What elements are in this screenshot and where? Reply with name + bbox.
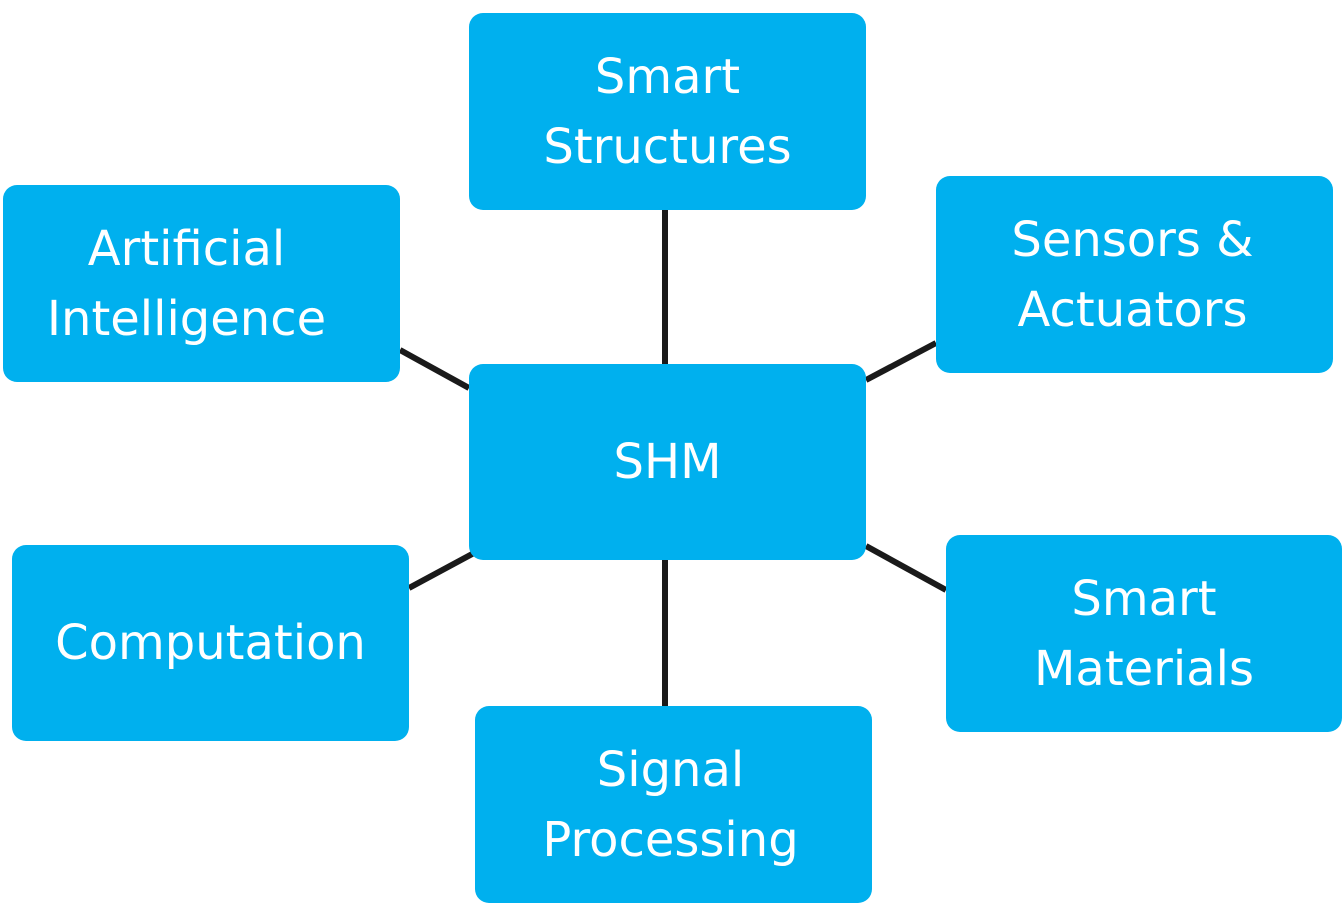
node-label-line: Structures: [543, 118, 792, 175]
node-label: Computation: [55, 608, 366, 678]
node-shm-center: SHM: [469, 364, 866, 560]
node-label-line: Sensors &: [1011, 211, 1254, 268]
node-label: Artificial Intelligence: [47, 214, 326, 354]
node-label-line: Processing: [542, 811, 799, 868]
node-label: Sensors & Actuators: [1011, 205, 1253, 345]
node-label: Smart Structures: [543, 42, 791, 182]
node-label: SHM: [614, 427, 722, 497]
node-label: Smart Materials: [1034, 564, 1254, 704]
node-smart-materials: Smart Materials: [946, 535, 1342, 732]
node-sensors-actuators: Sensors & Actuators: [936, 176, 1333, 373]
node-label: Signal Processing: [542, 735, 798, 875]
connector-smart-materials: [864, 543, 948, 593]
node-label-line: Actuators: [1017, 281, 1248, 338]
node-label-line: Signal: [596, 741, 745, 798]
node-label-line: Materials: [1033, 640, 1254, 697]
connector-computation: [407, 550, 476, 591]
node-label-line: Intelligence: [46, 290, 327, 347]
node-label-line: Computation: [55, 615, 366, 671]
node-computation: Computation: [12, 545, 409, 741]
connector-sensors-actuators: [864, 340, 938, 383]
node-label-line: SHM: [613, 434, 722, 490]
node-signal-processing: Signal Processing: [475, 706, 872, 903]
node-smart-structures: Smart Structures: [469, 13, 866, 210]
node-artificial-intelligence: Artificial Intelligence: [3, 185, 400, 382]
connector-artificial-intelligence: [398, 347, 471, 391]
node-label-line: Smart: [1071, 570, 1217, 627]
node-label-line: Smart: [594, 48, 741, 105]
node-label-line: Artificial: [87, 220, 286, 277]
